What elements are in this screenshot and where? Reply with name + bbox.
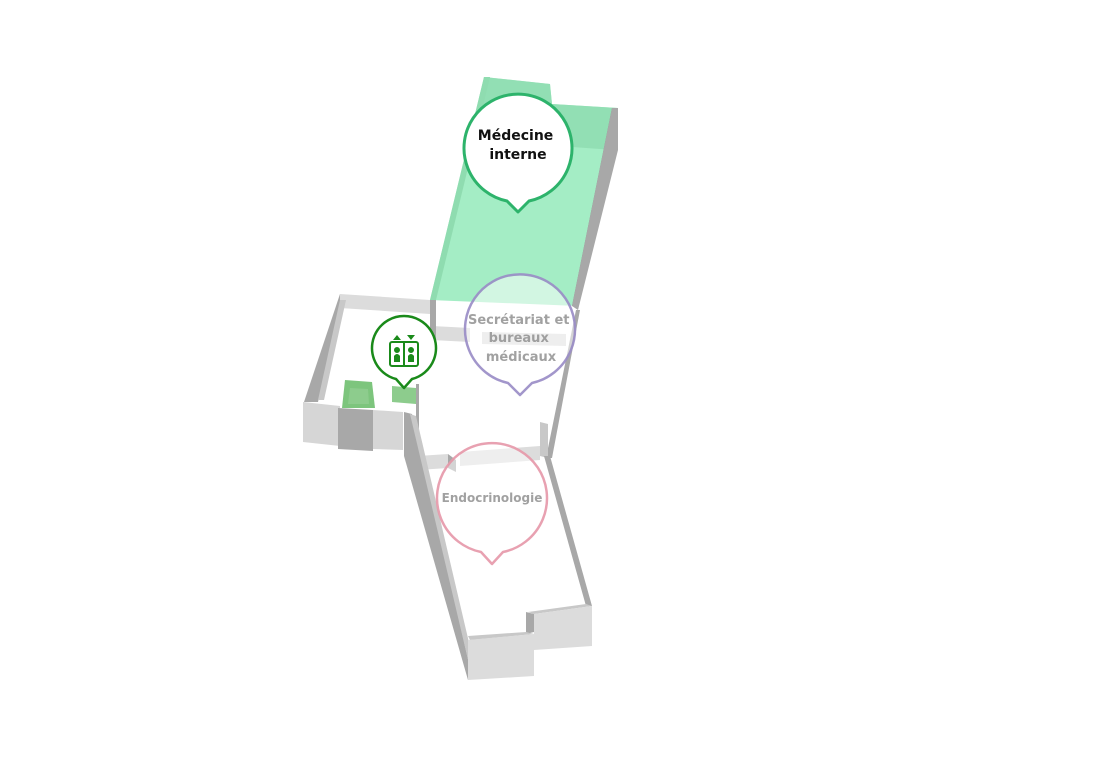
wall-lower-right-long — [544, 456, 592, 606]
wall-bottom-left-face — [468, 634, 534, 680]
pin-secretariat-bubble — [463, 273, 577, 397]
pin-endocrinologie[interactable]: Endocrinologie — [435, 441, 549, 566]
wall-bottom-notch-side — [526, 612, 534, 634]
wall-right-lower-stub — [540, 422, 548, 458]
wall-lower-left-long — [404, 412, 470, 680]
pin-secretariat[interactable]: Secrétariat et bureaux médicaux — [463, 273, 577, 397]
pin-secretariat-line-2: bureaux — [489, 331, 550, 346]
wall-left-block-dark — [338, 408, 373, 451]
pin-medecine-interne[interactable]: Médecine interne — [462, 92, 574, 214]
wall-left-block-right — [373, 410, 403, 450]
wall-right-long-face — [572, 108, 618, 310]
wall-left-wing-top — [340, 294, 430, 314]
pin-secretariat-line-3: médicaux — [486, 350, 557, 365]
wall-bottom-right-face — [534, 606, 592, 650]
floor-plan — [303, 77, 618, 680]
pin-medecine-interne-line-1: Médecine — [478, 128, 554, 144]
marker-elevator[interactable] — [370, 314, 438, 390]
pin-endocrinologie-bubble — [435, 441, 549, 566]
wall-left-wing-left-inner — [318, 300, 346, 400]
svg-text:Médecine interne: Médecine interne — [478, 128, 558, 163]
pin-medecine-interne-bubble — [462, 92, 574, 214]
wall-left-wing-left — [304, 294, 340, 402]
wall-left-wing-bottom — [303, 402, 340, 446]
svg-text:Secrétariat et bureaux: Secrétariat et bureaux médicaux — [468, 313, 574, 365]
elevator-icon — [389, 335, 419, 367]
elevator-shaft — [392, 386, 416, 404]
wall-corridor-top — [432, 326, 470, 342]
wall-bottom-left-top — [468, 632, 534, 640]
svg-text:Endocrinologie: Endocrinologie — [442, 491, 543, 505]
stair-room-inner — [348, 388, 369, 404]
pin-secretariat-line-1: Secrétariat et — [468, 313, 570, 328]
wall-bottom-right-top — [528, 604, 592, 614]
pin-endocrinologie-line-1: Endocrinologie — [442, 491, 543, 505]
pin-medecine-interne-line-2: interne — [489, 147, 546, 163]
wall-lower-left-light — [410, 414, 474, 668]
